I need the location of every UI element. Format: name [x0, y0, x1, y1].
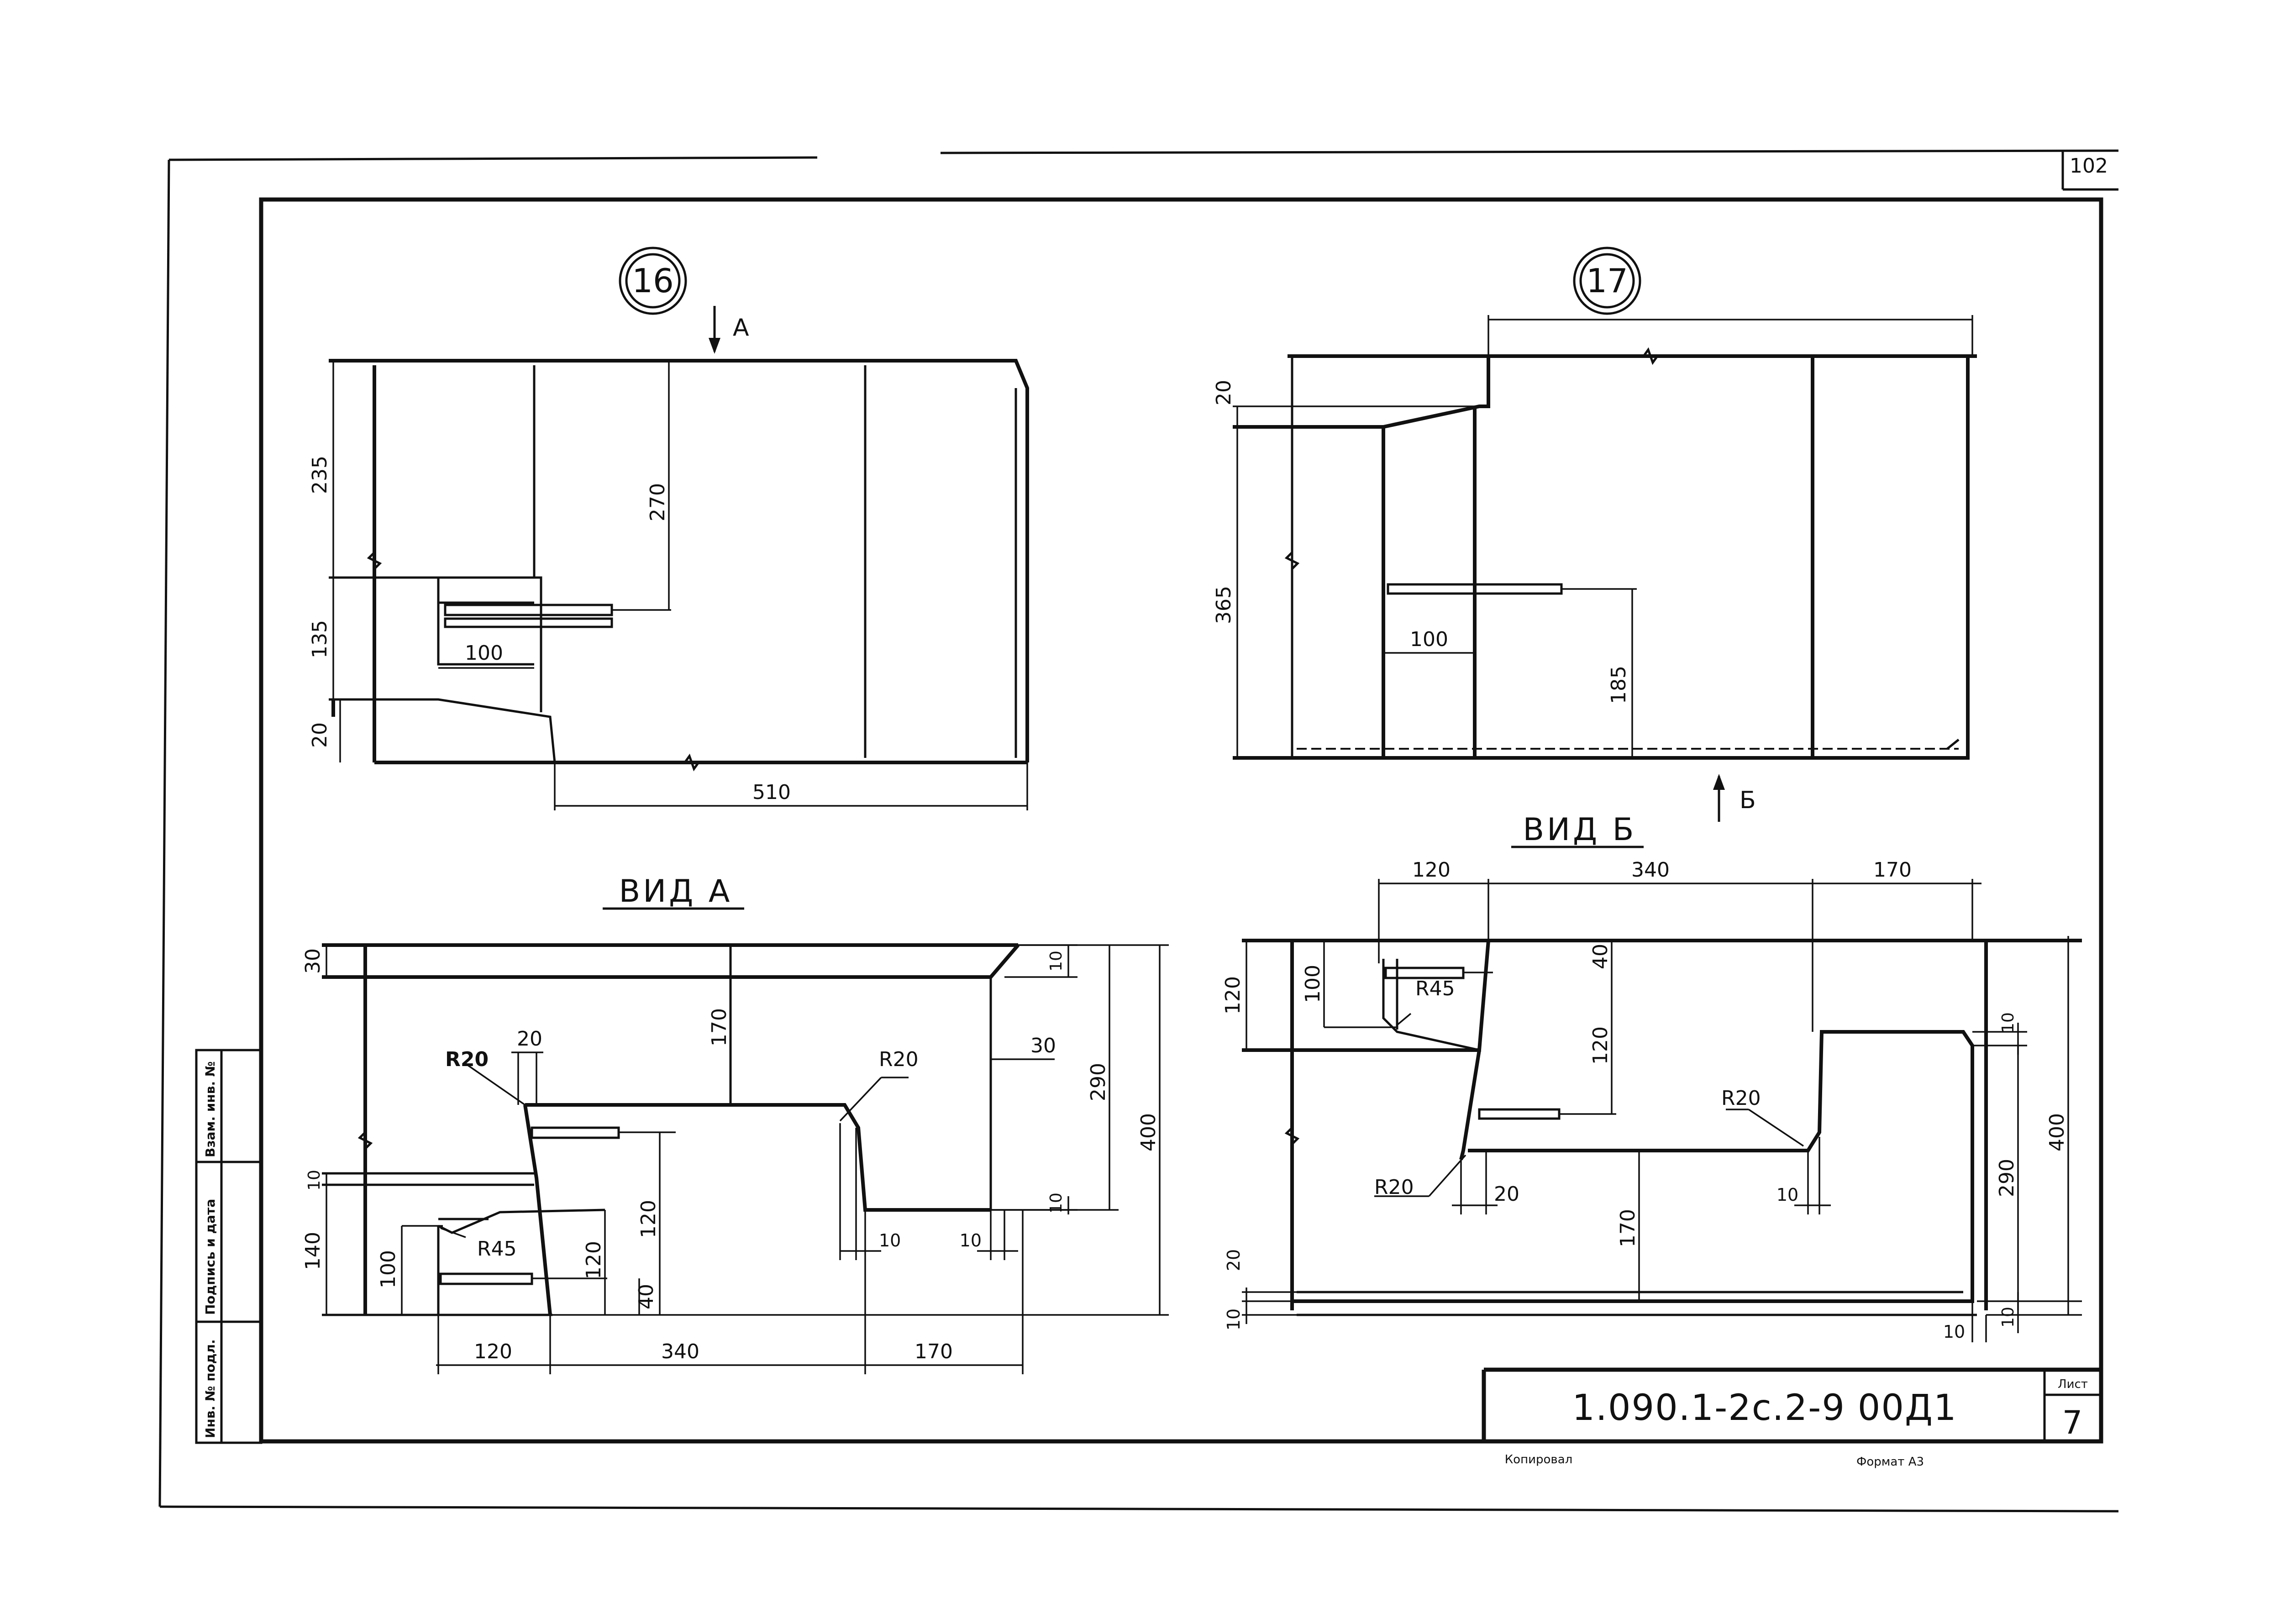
dim-20-left: 20: [1224, 1249, 1244, 1271]
dim-400: 400: [1137, 1113, 1160, 1151]
dim-bottom-170: 170: [915, 1340, 953, 1363]
stamp-sign-label: Подпись и дата: [203, 1199, 218, 1315]
detail-17-marker: 17: [1586, 262, 1628, 300]
view-b: [1242, 879, 2082, 1342]
dim-top-170: 170: [1873, 858, 1912, 882]
copied-label: Копировал: [1505, 1453, 1573, 1466]
detail-16-marker: 16: [632, 262, 674, 300]
dim-10-right-top: 10: [1999, 1012, 2018, 1033]
dim-10-bottom: 10: [1943, 1322, 1965, 1342]
view-a-title: ВИД А: [619, 873, 733, 909]
dim-top-120: 120: [1412, 858, 1451, 882]
dim-10-notch: 10: [879, 1230, 901, 1251]
sheet-frame: [158, 149, 2119, 1513]
dim-10-notch: 10: [1776, 1185, 1798, 1205]
dim-100: 100: [465, 641, 503, 665]
dim-135: 135: [308, 620, 331, 658]
view-b-title: ВИД Б: [1523, 812, 1637, 848]
radius-r20-left: R20: [445, 1048, 489, 1071]
dim-365: 365: [1212, 586, 1235, 624]
dim-235: 235: [308, 456, 331, 494]
radius-r20-right: R20: [879, 1048, 919, 1071]
page-number: 102: [2070, 154, 2108, 178]
dim-bottom-120: 120: [474, 1340, 512, 1363]
section-arrow-b-label: Б: [1740, 787, 1756, 814]
dim-10-left: 10: [305, 1170, 324, 1191]
view-a: [322, 943, 1169, 1374]
dim-10-right-bottom: 10: [1999, 1307, 2018, 1328]
dim-140: 140: [301, 1232, 325, 1270]
stamp-replace-label: Взам. инв. №: [203, 1061, 218, 1157]
dim-top-340: 340: [1631, 858, 1670, 882]
dim-20: 20: [517, 1027, 542, 1051]
dim-510: 510: [752, 781, 791, 804]
dim-290: 290: [1087, 1063, 1110, 1101]
stamp-inv-label: Инв. № подл.: [203, 1339, 218, 1438]
format-label: Формат А3: [1856, 1455, 1924, 1469]
dim-120-inner: 120: [1589, 1026, 1612, 1065]
dim-170: 170: [1616, 1209, 1640, 1247]
dim-120-inner: 120: [582, 1241, 605, 1279]
dim-120-left: 120: [1221, 976, 1245, 1014]
dim-10-edge: 10: [960, 1230, 982, 1251]
dim-185: 185: [1607, 666, 1630, 704]
sheet-number: 7: [2062, 1404, 2084, 1441]
dim-100: 100: [377, 1250, 400, 1288]
sheet-label: Лист: [2058, 1377, 2088, 1391]
dim-30: 30: [301, 948, 325, 974]
dim-10: 10: [1047, 951, 1066, 972]
radius-r45: R45: [477, 1237, 517, 1261]
detail-16: [329, 247, 1029, 810]
detail-17: [1233, 247, 1977, 822]
dim-40: 40: [635, 1284, 658, 1309]
dim-10-left-bottom: 10: [1224, 1309, 1244, 1330]
dim-bottom-340: 340: [661, 1340, 699, 1363]
dim-270: 270: [646, 483, 669, 521]
dim-20: 20: [1212, 380, 1235, 405]
dim-20: 20: [1494, 1183, 1519, 1206]
dim-290: 290: [1995, 1159, 2018, 1197]
dim-40: 40: [1589, 944, 1612, 969]
dim-100: 100: [1410, 628, 1448, 651]
dim-20: 20: [308, 722, 331, 748]
radius-r20-right: R20: [1721, 1087, 1761, 1110]
title-block: [1482, 1367, 2101, 1441]
radius-r45: R45: [1415, 977, 1455, 1000]
section-arrow-a-label: А: [733, 314, 749, 342]
side-stamp: [195, 1049, 263, 1444]
dim-100: 100: [1301, 965, 1324, 1003]
dim-170: 170: [708, 1008, 731, 1046]
dim-10-lower: 10: [1047, 1193, 1066, 1214]
dim-120-outer: 120: [637, 1200, 660, 1238]
dim-400: 400: [2045, 1113, 2069, 1151]
drawing-code: 1.090.1-2с.2-9 00Д1: [1572, 1387, 1957, 1429]
dim-30-right: 30: [1030, 1034, 1056, 1057]
radius-r20-left: R20: [1374, 1176, 1414, 1199]
